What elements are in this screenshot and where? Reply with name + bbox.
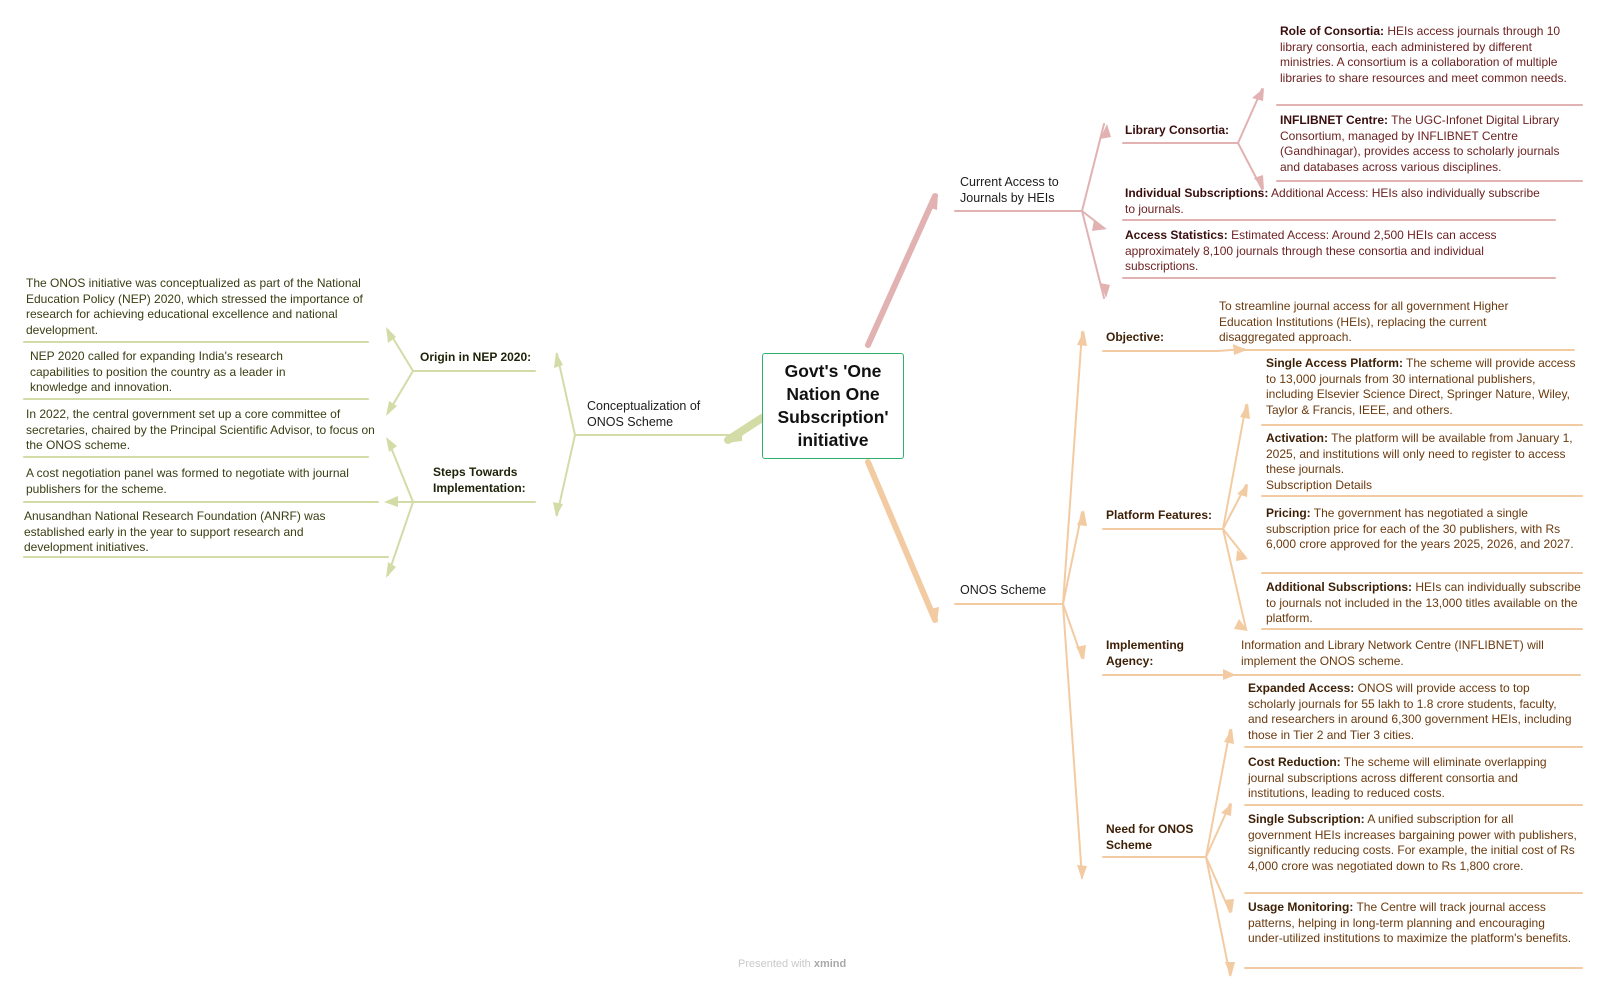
note-text: Estimated Access: Around 2,500 HEIs can … [1125,228,1497,273]
note-label: Activation: [1266,431,1329,445]
note-label: Individual Subscriptions: [1125,186,1269,200]
note-single-subscription[interactable]: Single Subscription: A unified subscript… [1248,812,1578,874]
note-label: Access Statistics: [1125,228,1228,242]
note-text: ONOS will provide access to top scholarl… [1248,681,1572,742]
xmind-logo: xmind [813,958,847,970]
subtopic-steps-towards-implementation[interactable]: Steps Towards Implementation: [433,465,526,495]
note-implementing-agency[interactable]: Information and Library Network Centre (… [1241,638,1544,668]
note-individual-subscriptions[interactable]: Individual Subscriptions: Additional Acc… [1125,186,1545,217]
note-single-access-platform[interactable]: Single Access Platform: The scheme will … [1266,356,1581,418]
subtopic-objective[interactable]: Objective: [1106,330,1165,344]
note-activation[interactable]: Activation: The platform will be availab… [1266,431,1581,493]
footer-prefix: Presented with [738,958,811,970]
note-text: The scheme will eliminate overlapping jo… [1248,755,1547,800]
note-steps-2[interactable]: A cost negotiation panel was formed to n… [26,466,349,496]
note-text: HEIs can individually subscribe to journ… [1266,580,1581,625]
note-text: The Centre will track journal access pat… [1248,900,1572,945]
note-objective[interactable]: To streamline journal access for all gov… [1219,299,1509,344]
note-label: Cost Reduction: [1248,755,1341,769]
note-label: INFLIBNET Centre: [1280,113,1388,127]
note-steps-1[interactable]: In 2022, the central government set up a… [26,407,375,452]
note-role-of-consortia[interactable]: Role of Consortia: HEIs access journals … [1280,24,1580,86]
subtopic-origin-nep-2020[interactable]: Origin in NEP 2020: [420,350,532,364]
note-access-statistics[interactable]: Access Statistics: Estimated Access: Aro… [1125,228,1545,275]
note-text: The platform will be available from Janu… [1266,431,1573,476]
note-origin-2[interactable]: NEP 2020 called for expanding India's re… [30,349,286,394]
note-label: Single Subscription: [1248,812,1365,826]
note-pricing[interactable]: Pricing: The government has negotiated a… [1266,506,1581,553]
note-origin-1[interactable]: The ONOS initiative was conceptualized a… [26,276,363,337]
note-text: HEIs access journals through 10 library … [1280,24,1567,85]
note-label: Role of Consortia: [1280,24,1384,38]
note-text: The UGC-Infonet Digital Library Consorti… [1280,113,1560,174]
branch-onos-scheme[interactable]: ONOS Scheme [960,583,1047,597]
note-extra-subscription-details: Subscription Details [1266,477,1373,492]
note-steps-3[interactable]: Anusandhan National Research Foundation … [24,509,326,554]
note-label: Usage Monitoring: [1248,900,1354,914]
footer-credit: Presented with xmind [738,958,846,970]
note-label: Expanded Access: [1248,681,1355,695]
note-text: Additional Access: HEIs also individuall… [1125,186,1540,216]
note-cost-reduction[interactable]: Cost Reduction: The scheme will eliminat… [1248,755,1578,802]
note-usage-monitoring[interactable]: Usage Monitoring: The Centre will track … [1248,900,1578,947]
note-text: The scheme will provide access to 13,000… [1266,356,1576,417]
central-topic[interactable]: Govt's 'One Nation One Subscription' ini… [762,353,904,459]
note-label: Single Access Platform: [1266,356,1403,370]
branch-current-access[interactable]: Current Access to Journals by HEIs [960,175,1059,205]
note-text: A unified subscription for all governmen… [1248,812,1577,873]
note-label: Additional Subscriptions: [1266,580,1412,594]
note-inflibnet-centre[interactable]: INFLIBNET Centre: The UGC-Infonet Digita… [1280,113,1580,175]
subtopic-platform-features[interactable]: Platform Features: [1106,508,1213,522]
note-additional-subscriptions[interactable]: Additional Subscriptions: HEIs can indiv… [1266,580,1581,627]
subtopic-implementing-agency[interactable]: Implementing Agency: [1106,638,1185,668]
note-expanded-access[interactable]: Expanded Access: ONOS will provide acces… [1248,681,1578,743]
subtopic-need-for-onos[interactable]: Need for ONOS Scheme [1106,822,1194,852]
note-text: The government has negotiated a single s… [1266,506,1574,551]
subtopic-library-consortia[interactable]: Library Consortia: [1125,123,1230,137]
note-label: Pricing: [1266,506,1311,520]
branch-conceptualization[interactable]: Conceptualization of ONOS Scheme [587,399,701,429]
